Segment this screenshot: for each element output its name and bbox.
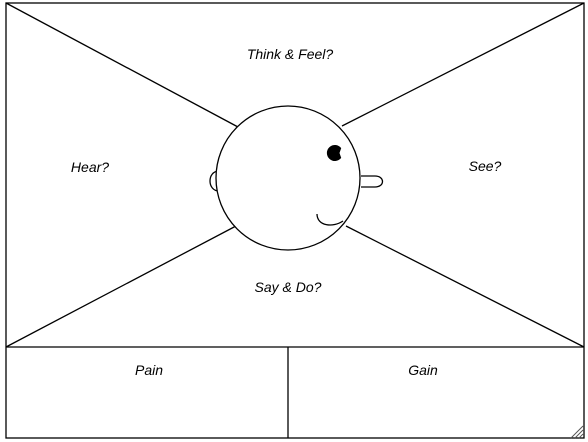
nose-icon xyxy=(361,175,384,188)
label-see: See? xyxy=(469,158,502,174)
label-say-do: Say & Do? xyxy=(255,279,322,295)
head-circle xyxy=(215,105,361,251)
label-think-feel: Think & Feel? xyxy=(247,46,334,62)
eye-icon xyxy=(326,145,342,161)
diagonal-top-left xyxy=(5,2,239,128)
diagonal-top-right xyxy=(341,2,585,127)
diagonal-bottom-right xyxy=(345,225,585,348)
resize-grip-icon[interactable] xyxy=(570,425,584,439)
diagonal-bottom-left xyxy=(5,225,237,348)
label-hear: Hear? xyxy=(71,159,109,175)
label-pain: Pain xyxy=(135,362,163,378)
mouth-icon xyxy=(316,213,344,226)
outer-frame xyxy=(5,2,585,439)
label-gain: Gain xyxy=(408,362,438,378)
